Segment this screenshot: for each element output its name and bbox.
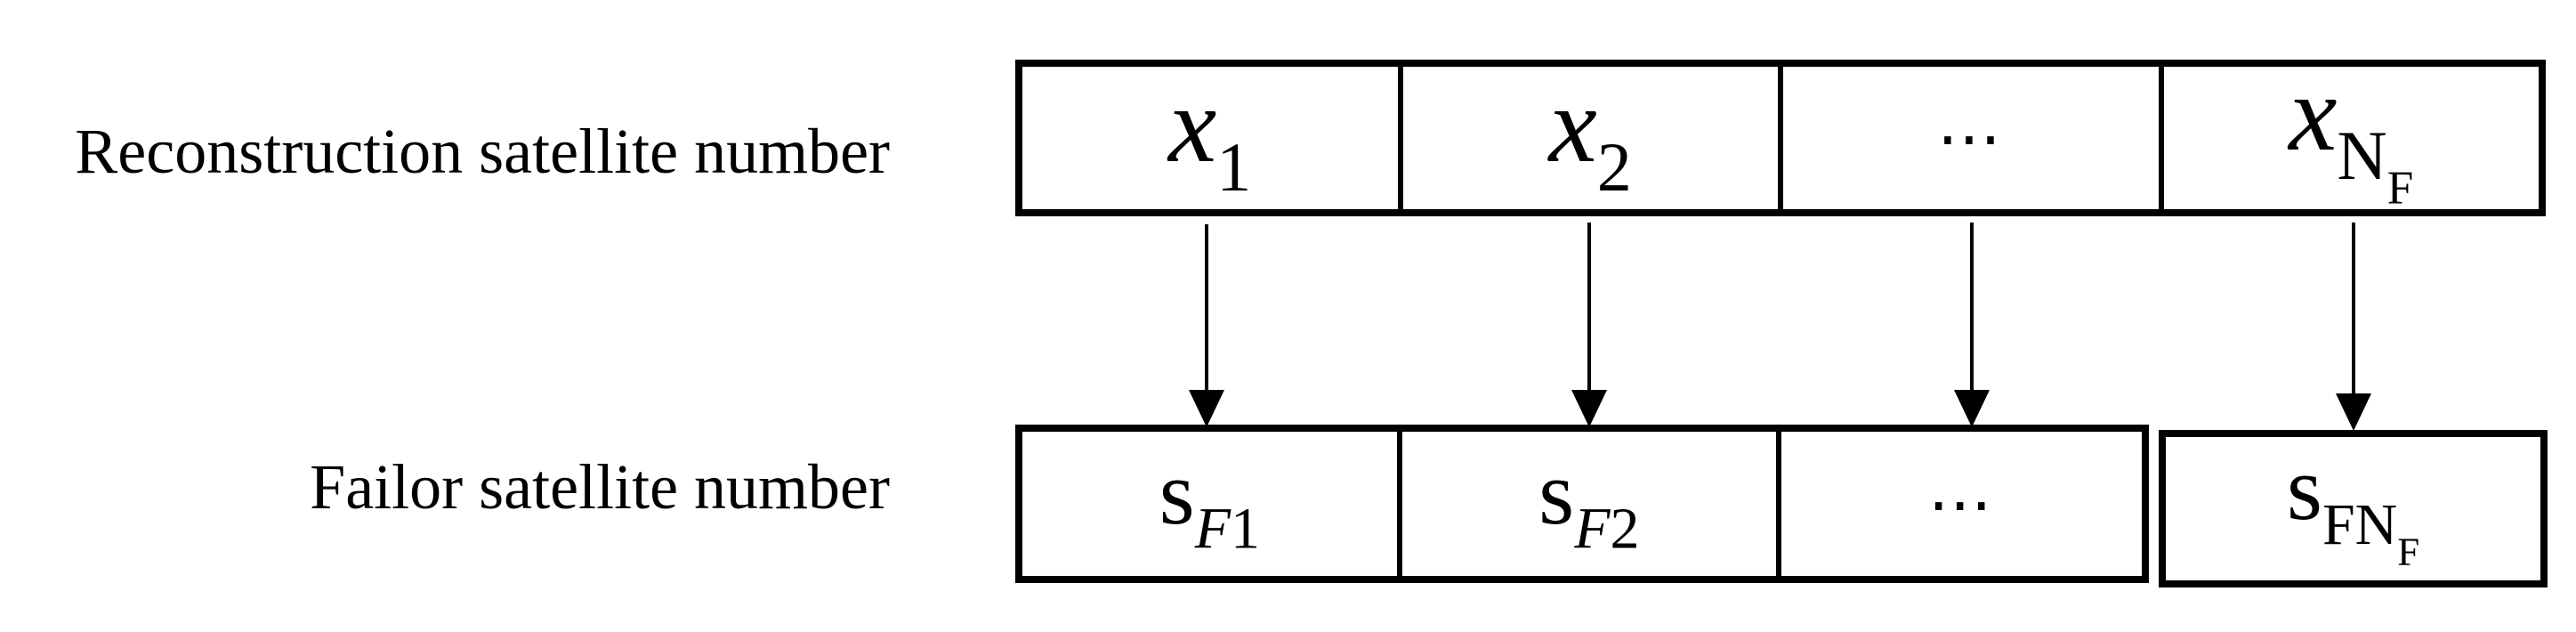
down-arrow-icon [1954, 223, 1990, 427]
math-base: x [1168, 65, 1217, 186]
ellipsis-glyph: ⋯ [1927, 466, 1996, 541]
math-x2: x2 [1549, 71, 1632, 202]
math-base: x [2289, 53, 2338, 174]
failor-number-row: sF1 sF2 ⋯ [1015, 425, 2149, 583]
math-x1: x1 [1168, 71, 1251, 202]
row-label-failor: Failor satellite number [310, 451, 890, 523]
math-subscript: 2 [1596, 128, 1632, 207]
math-sub-text: 1 [1230, 496, 1260, 562]
cell-sfnf: sFNF [2159, 430, 2548, 587]
math-subscript: F1 [1195, 497, 1260, 562]
down-arrow-icon [2336, 223, 2371, 431]
math-xnf: xNF [2289, 60, 2413, 213]
math-sub-text: N [2337, 117, 2387, 195]
cell-sf2: sF2 [1396, 432, 1777, 576]
math-sf2: sF2 [1538, 448, 1639, 559]
math-sub-text: FN [2322, 492, 2398, 558]
math-base: s [1538, 442, 1575, 544]
math-sf1: sF1 [1159, 448, 1260, 559]
cell-x1: x1 [1022, 67, 1398, 209]
math-subsubscript: F [2386, 162, 2414, 215]
cell-top-ellipsis: ⋯ [1778, 67, 2159, 209]
cell-sf1: sF1 [1022, 432, 1397, 576]
arrow-head [1189, 390, 1224, 427]
math-subscript: NF [2337, 117, 2413, 213]
math-base: s [1159, 442, 1195, 544]
arrow-head [1954, 390, 1990, 427]
cell-bottom-ellipsis: ⋯ [1776, 432, 2142, 576]
cell-xnf: xNF [2158, 60, 2540, 213]
arrow-head [2336, 393, 2371, 431]
math-subsubscript: F [2397, 529, 2420, 574]
math-sub-italic: F [1194, 496, 1231, 562]
math-base: x [1548, 65, 1597, 186]
ellipsis-glyph: ⋯ [1936, 101, 2005, 175]
row-label-reconstruction: Reconstruction satellite number [75, 116, 890, 187]
reconstruction-number-row: x1 x2 ⋯ xNF [1015, 60, 2546, 216]
math-sfnf: sFNF [2287, 443, 2419, 571]
math-subscript: FNF [2322, 492, 2419, 571]
math-subscript: 1 [1216, 128, 1252, 207]
cell-x2: x2 [1397, 67, 1779, 209]
math-subscript: F2 [1574, 497, 1639, 562]
math-sub-text: 2 [1610, 496, 1640, 562]
down-arrow-icon [1189, 224, 1224, 427]
arrow-head [1571, 390, 1607, 427]
down-arrow-icon [1571, 223, 1607, 427]
math-base: s [2286, 438, 2322, 540]
math-sub-italic: F [1574, 496, 1611, 562]
